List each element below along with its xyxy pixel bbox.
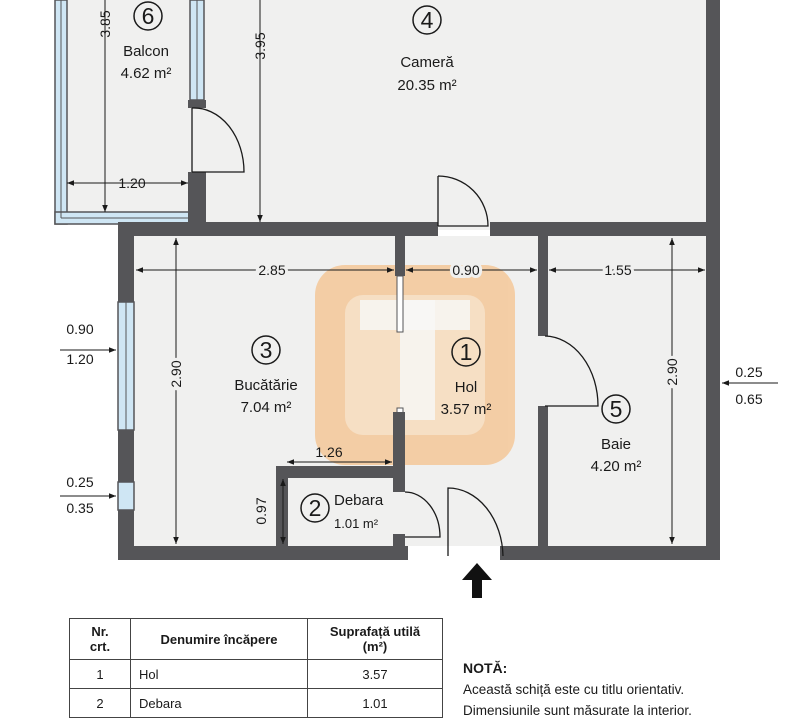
dimension-texts: 3.85 3.95 1.20 2.85 0.90 1.55 2.90 2.90 …: [66, 10, 762, 524]
note-line: Această schiță este cu titlu orientativ.: [463, 682, 685, 697]
room-number: 3: [260, 337, 273, 363]
dim-bucatarie-height: 2.90: [168, 360, 184, 387]
room-name: Cameră: [400, 54, 454, 71]
room-number: 5: [610, 396, 623, 422]
row-area: 3.57: [307, 659, 443, 689]
dim-balcon-width: 1.20: [118, 175, 145, 191]
room-label-balcon: 6 Balcon 4.62 m²: [121, 1, 172, 82]
row-nr: 1: [69, 659, 131, 689]
dimension-lines: [60, 0, 778, 544]
col-denumire: Denumire încăpere: [130, 618, 308, 660]
room-number: 2: [309, 495, 322, 521]
table-row: 2 Debara 1.01: [69, 688, 443, 718]
room-name: Baie: [601, 436, 631, 453]
room-name: Debara: [334, 492, 384, 509]
room-number: 4: [421, 7, 434, 33]
dim-window1-bottom: 1.20: [66, 351, 93, 367]
room-label-hol: 1 Hol 3.57 m²: [441, 337, 492, 418]
dim-bucatarie-width: 2.85: [258, 262, 285, 278]
row-nr: 2: [69, 688, 131, 718]
col-suprafata: Suprafață utilă (m²): [307, 618, 443, 660]
room-label-camera: 4 Cameră 20.35 m²: [397, 5, 457, 94]
dim-window2-bottom: 0.35: [66, 500, 93, 516]
table-header-row: Nr. crt. Denumire încăpere Suprafață uti…: [69, 618, 443, 660]
room-area: 3.57 m²: [441, 401, 492, 418]
walls: [54, 0, 720, 560]
row-name: Debara: [130, 688, 308, 718]
row-name: Hol: [130, 659, 308, 689]
note-title: NOTĂ:: [463, 660, 508, 676]
room-area: 4.62 m²: [121, 65, 172, 82]
doors: [191, 107, 599, 557]
col-nr: Nr. crt.: [69, 618, 131, 660]
dim-window1-top: 0.90: [66, 321, 93, 337]
room-floors: [60, 0, 718, 546]
dim-balcon-height: 3.85: [97, 10, 113, 37]
room-label-debara: 2 Debara 1.01 m²: [300, 492, 384, 531]
dim-debara-height: 0.97: [253, 497, 269, 524]
room-area: 4.20 m²: [591, 458, 642, 475]
dim-baie-side-top: 0.25: [735, 364, 762, 380]
room-label-bucatarie: 3 Bucătărie 7.04 m²: [234, 335, 298, 416]
note-line: Dimensiunile sunt măsurate la interior.: [463, 703, 692, 718]
dim-window2-top: 0.25: [66, 474, 93, 490]
dim-debara-width: 1.26: [315, 444, 342, 460]
watermark-logo-icon: [315, 265, 515, 465]
room-name: Bucătărie: [234, 377, 297, 394]
room-area: 7.04 m²: [241, 399, 292, 416]
row-area: 1.01: [307, 688, 443, 718]
dim-baie-height: 2.90: [664, 358, 680, 385]
dim-hol-width: 0.90: [452, 262, 479, 278]
room-number: 6: [142, 3, 155, 29]
note-block: NOTĂ: Această schiță este cu titlu orien…: [463, 658, 793, 721]
room-name: Balcon: [123, 43, 169, 60]
dim-camera-height: 3.95: [252, 32, 268, 59]
table-row: 1 Hol 3.57: [69, 659, 443, 689]
dim-baie-width: 1.55: [604, 262, 631, 278]
room-area: 1.01 m²: [334, 516, 379, 531]
room-number: 1: [460, 339, 473, 365]
room-label-baie: 5 Baie 4.20 m²: [591, 394, 642, 475]
floor-plan: 4 Cameră 20.35 m² 6 Balcon 4.62 m² 3 Buc…: [54, 0, 778, 598]
rooms-table: Nr. crt. Denumire încăpere Suprafață uti…: [69, 618, 443, 718]
dim-baie-side-bottom: 0.65: [735, 391, 762, 407]
room-name: Hol: [455, 379, 478, 396]
entrance-arrow-icon: [462, 563, 492, 598]
room-area: 20.35 m²: [397, 77, 456, 94]
